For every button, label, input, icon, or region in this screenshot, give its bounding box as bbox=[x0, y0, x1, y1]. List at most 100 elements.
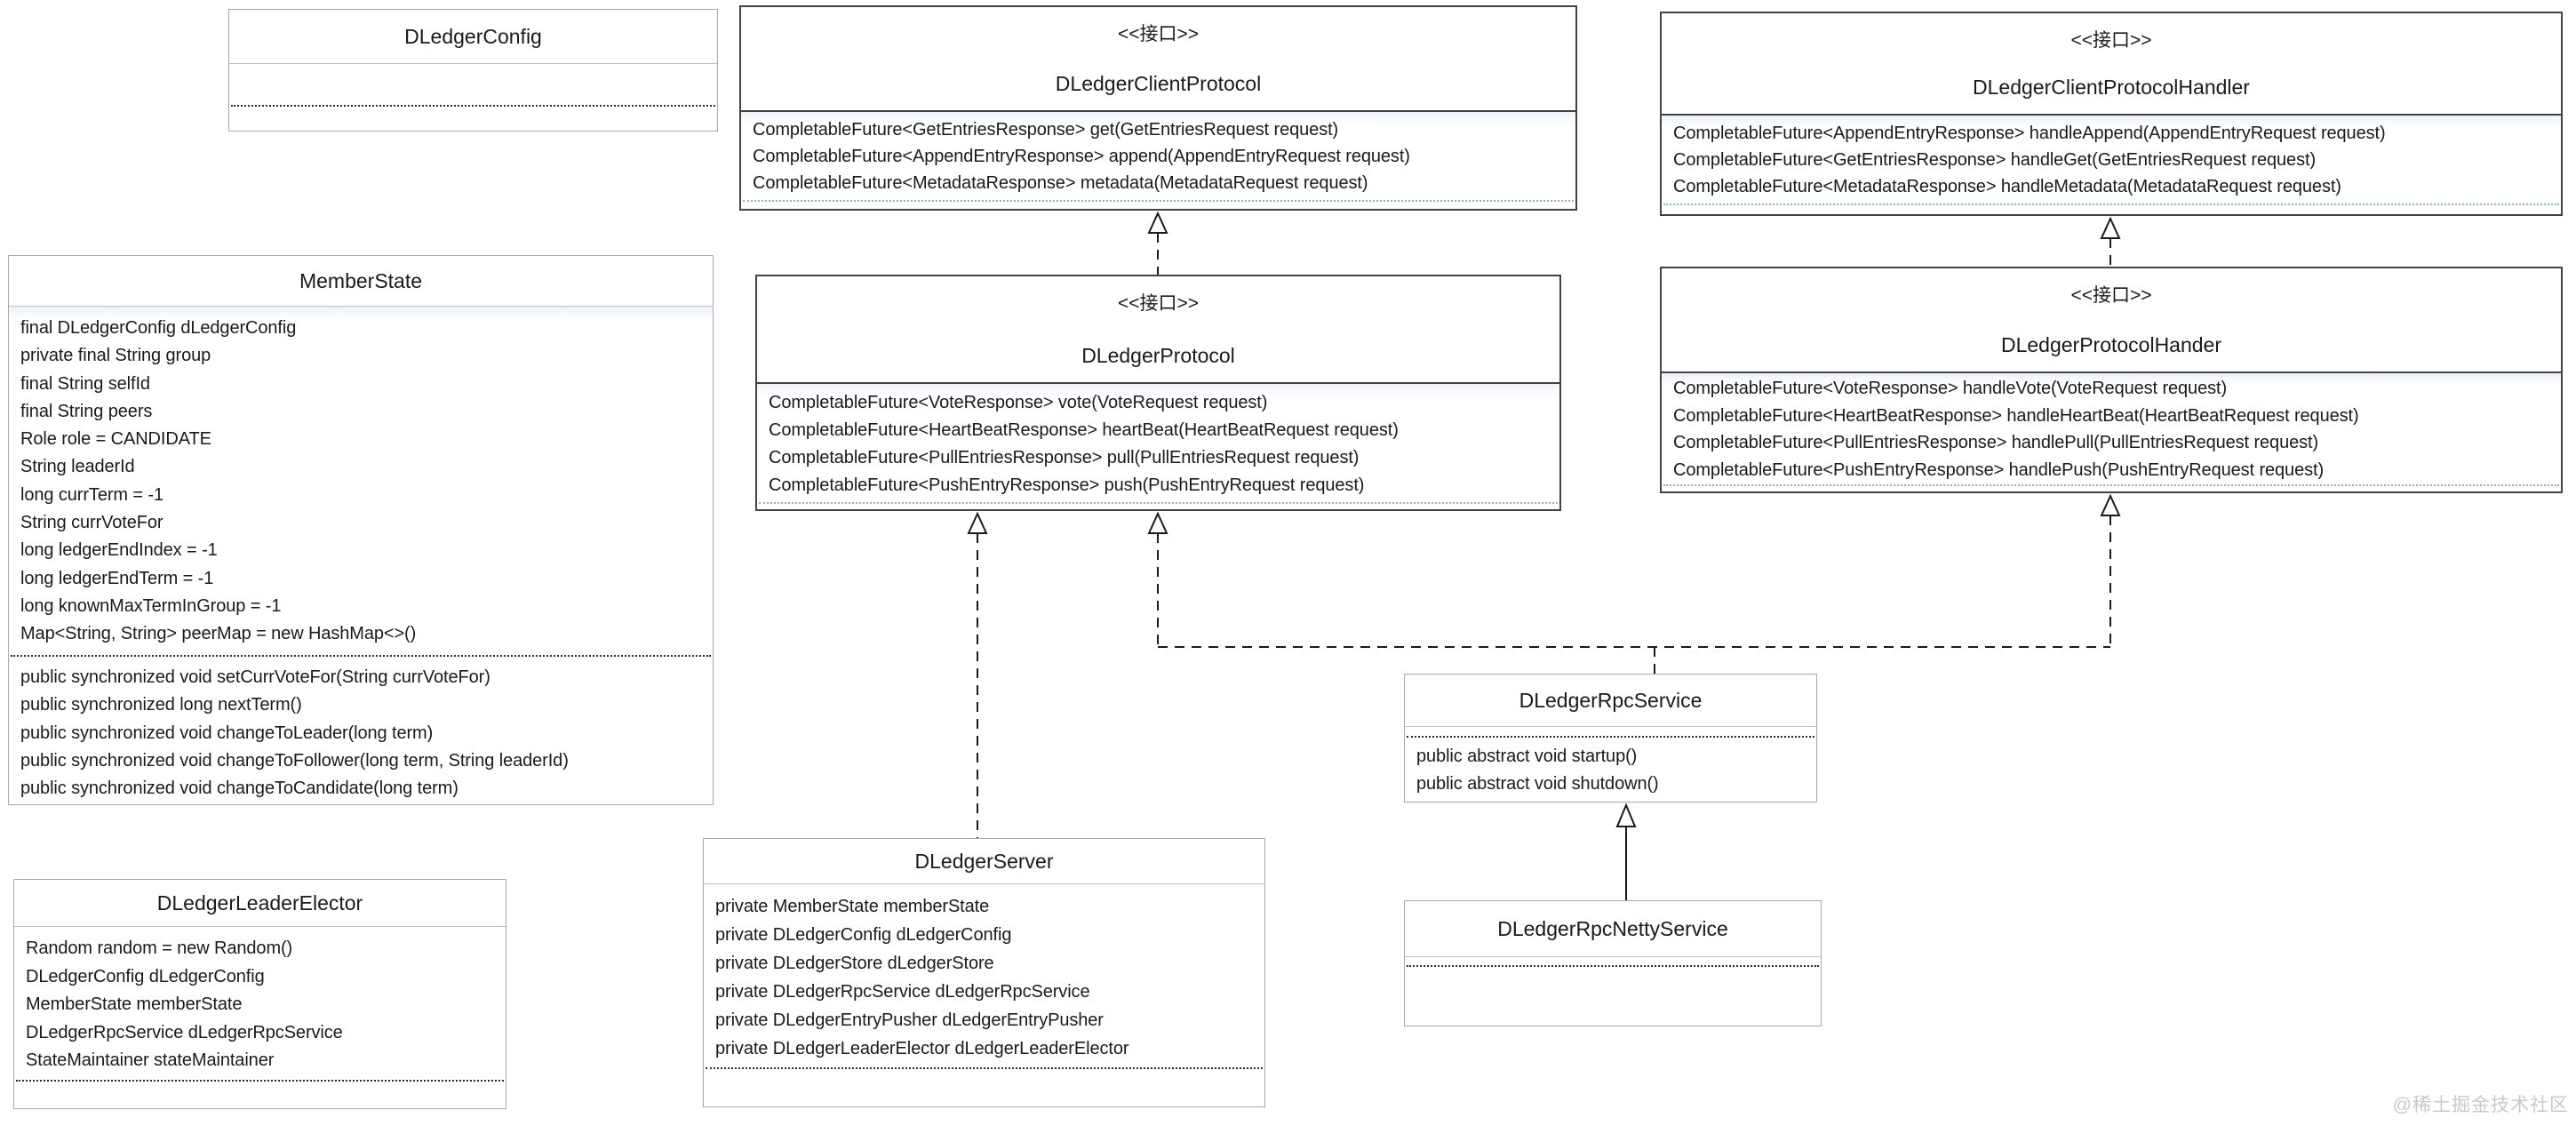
methods-list: CompletableFuture<VoteResponse> vote(Vot… bbox=[757, 384, 1559, 502]
method-row: CompletableFuture<HeartBeatResponse> han… bbox=[1673, 405, 2359, 426]
field-row: Role role = CANDIDATE bbox=[20, 429, 211, 450]
class-box-dledger-config: DLedgerConfig bbox=[228, 9, 718, 132]
method-row: CompletableFuture<VoteResponse> handleVo… bbox=[1673, 379, 2228, 398]
fields-methods-divider bbox=[16, 1080, 504, 1082]
methods-end-divider bbox=[759, 502, 1558, 504]
interface-box-dledger-client-protocol-handler: <<接口>> DLedgerClientProtocolHandler Comp… bbox=[1660, 12, 2563, 216]
watermark-text: @稀土掘金技术社区 bbox=[2392, 1095, 2569, 1115]
interface-header: <<接口>> DLedgerClientProtocol bbox=[741, 7, 1575, 112]
method-row: public synchronized long nextTerm() bbox=[20, 695, 302, 715]
field-row: String currVoteFor bbox=[20, 513, 163, 533]
field-row: private final String group bbox=[20, 346, 211, 366]
field-row: private DLedgerLeaderElector dLedgerLead… bbox=[715, 1039, 1129, 1058]
class-name: DLedgerRpcService bbox=[1519, 688, 1703, 712]
methods-end-divider bbox=[1663, 204, 2559, 205]
class-box-dledger-server: DLedgerServer private MemberState member… bbox=[703, 838, 1265, 1107]
interface-header: <<接口>> DLedgerProtocol bbox=[757, 276, 1559, 384]
field-row: private MemberState memberState bbox=[715, 897, 990, 916]
class-name: DLedgerLeaderElector bbox=[156, 890, 363, 914]
field-row: String leaderId bbox=[20, 457, 135, 477]
extends-arrow-netty-to-rpc-service bbox=[1615, 803, 1637, 900]
methods-end-divider bbox=[1663, 484, 2559, 486]
class-name: DLedgerClientProtocol bbox=[1055, 72, 1262, 95]
empty-section bbox=[229, 107, 717, 131]
class-name: DLedgerRpcNettyService bbox=[1497, 916, 1728, 940]
class-header: DLedgerConfig bbox=[229, 10, 717, 64]
method-row: CompletableFuture<PushEntryResponse> pus… bbox=[769, 475, 1365, 495]
fields-list: Random random = new Random() DLedgerConfi… bbox=[14, 927, 506, 1080]
methods-list: public synchronized void setCurrVoteFor(… bbox=[9, 657, 713, 803]
fields-methods-divider bbox=[706, 1067, 1263, 1069]
empty-section bbox=[757, 504, 1559, 509]
empty-section bbox=[14, 1082, 506, 1108]
class-header: MemberState bbox=[9, 256, 713, 307]
field-row: private DLedgerRpcService dLedgerRpcServ… bbox=[715, 982, 1090, 1002]
method-row: CompletableFuture<HeartBeatResponse> hea… bbox=[769, 420, 1399, 440]
empty-fields-section bbox=[1405, 727, 1816, 736]
empty-section bbox=[1662, 205, 2561, 214]
field-row: MemberState memberState bbox=[26, 994, 243, 1014]
interface-header: <<接口>> DLedgerClientProtocolHandler bbox=[1662, 13, 2561, 116]
field-row: StateMaintainer stateMaintainer bbox=[26, 1050, 275, 1070]
class-name: DLedgerClientProtocolHandler bbox=[1973, 76, 2250, 99]
implements-arrow-server-to-protocol bbox=[967, 511, 988, 838]
fields-methods-divider bbox=[231, 105, 715, 107]
field-row: final String peers bbox=[20, 401, 153, 421]
methods-end-divider bbox=[743, 200, 1574, 202]
method-row: public synchronized void changeToCandida… bbox=[20, 779, 459, 799]
class-name: DLedgerConfig bbox=[404, 24, 542, 48]
class-header: DLedgerLeaderElector bbox=[14, 880, 506, 927]
class-header: DLedgerRpcService bbox=[1405, 675, 1816, 727]
fields-methods-divider bbox=[11, 655, 711, 657]
extends-arrow-hander-to-client-handler bbox=[2100, 216, 2121, 267]
fields-methods-divider bbox=[1407, 965, 1819, 967]
field-row: private DLedgerConfig dLedgerConfig bbox=[715, 925, 1012, 945]
method-row: CompletableFuture<VoteResponse> vote(Vot… bbox=[769, 393, 1268, 412]
method-row: public abstract void shutdown() bbox=[1416, 774, 1659, 794]
class-name: MemberState bbox=[299, 268, 423, 292]
method-row: public synchronized void changeToFollowe… bbox=[20, 750, 569, 771]
stereotype-label: <<接口>> bbox=[2070, 285, 2152, 306]
field-row: DLedgerConfig dLedgerConfig bbox=[26, 966, 265, 986]
method-row: CompletableFuture<PushEntryResponse> han… bbox=[1673, 459, 2325, 480]
field-row: private DLedgerStore dLedgerStore bbox=[715, 954, 994, 973]
method-row: public abstract void startup() bbox=[1416, 747, 1638, 766]
interface-box-dledger-client-protocol: <<接口>> DLedgerClientProtocol Completable… bbox=[739, 5, 1577, 211]
interface-box-dledger-protocol: <<接口>> DLedgerProtocol CompletableFuture… bbox=[755, 275, 1561, 511]
field-row: final DLedgerConfig dLedgerConfig bbox=[20, 318, 297, 338]
field-row: long ledgerEndIndex = -1 bbox=[20, 540, 218, 561]
method-row: CompletableFuture<MetadataResponse> meta… bbox=[753, 173, 1368, 193]
stereotype-label: <<接口>> bbox=[1117, 293, 1200, 314]
fields-list: final DLedgerConfig dLedgerConfig private… bbox=[9, 307, 713, 655]
method-row: CompletableFuture<MetadataResponse> hand… bbox=[1673, 177, 2341, 196]
empty-section bbox=[1405, 967, 1821, 1026]
field-row: private DLedgerEntryPusher dLedgerEntryP… bbox=[715, 1010, 1104, 1030]
interface-box-dledger-protocol-hander: <<接口>> DLedgerProtocolHander Completable… bbox=[1660, 267, 2563, 493]
class-header: DLedgerRpcNettyService bbox=[1405, 901, 1821, 957]
empty-section bbox=[741, 202, 1575, 209]
class-header: DLedgerServer bbox=[704, 839, 1264, 884]
fields-methods-divider bbox=[1407, 736, 1814, 738]
extends-arrow-protocol-to-client-protocol bbox=[1147, 211, 1168, 275]
methods-list: CompletableFuture<AppendEntryResponse> h… bbox=[1662, 116, 2561, 204]
method-row: CompletableFuture<AppendEntryResponse> a… bbox=[753, 147, 1410, 166]
methods-list: public abstract void startup() public abs… bbox=[1405, 738, 1816, 798]
method-row: CompletableFuture<GetEntriesResponse> ge… bbox=[753, 120, 1339, 140]
method-row: CompletableFuture<AppendEntryResponse> h… bbox=[1673, 124, 2386, 143]
class-name: DLedgerServer bbox=[914, 849, 1054, 873]
method-row: CompletableFuture<PullEntriesResponse> p… bbox=[769, 448, 1360, 467]
fields-list bbox=[229, 64, 717, 105]
stereotype-label: <<接口>> bbox=[2070, 30, 2152, 51]
class-name: DLedgerProtocol bbox=[1081, 344, 1235, 367]
empty-section bbox=[704, 1069, 1264, 1106]
field-row: long knownMaxTermInGroup = -1 bbox=[20, 595, 282, 616]
field-row: DLedgerRpcService dLedgerRpcService bbox=[26, 1022, 343, 1042]
field-row: Random random = new Random() bbox=[26, 938, 293, 958]
class-name: DLedgerProtocolHander bbox=[2000, 333, 2222, 356]
interface-header: <<接口>> DLedgerProtocolHander bbox=[1662, 268, 2561, 373]
class-box-dledger-rpc-service: DLedgerRpcService public abstract void s… bbox=[1404, 674, 1817, 803]
empty-section bbox=[9, 803, 713, 804]
field-row: final String selfId bbox=[20, 373, 150, 394]
empty-section bbox=[1662, 486, 2561, 491]
